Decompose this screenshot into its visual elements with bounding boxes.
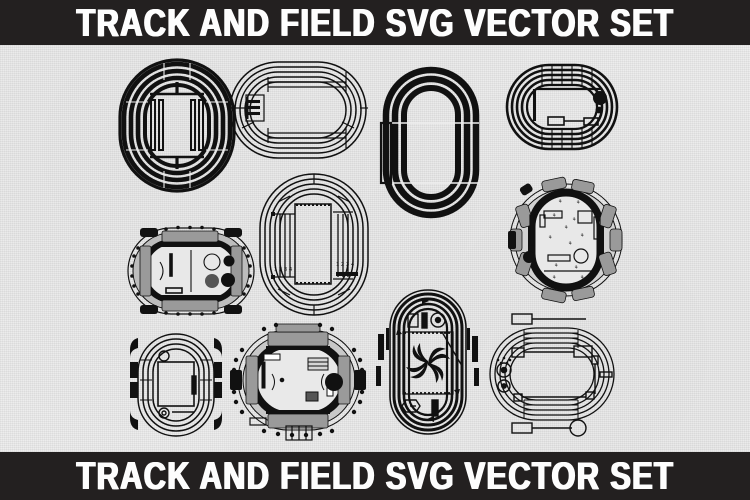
svg-text:⚘: ⚘ [580, 233, 584, 239]
svg-text:3: 3 [284, 267, 287, 273]
artwork-horizontal-oval-shotput-track [504, 62, 620, 152]
svg-text:⚘: ⚘ [580, 275, 584, 281]
banner-top-text: TRACK AND FIELD SVG VECTOR SET [76, 0, 674, 44]
banner-bottom-text: TRACK AND FIELD SVG VECTOR SET [76, 453, 674, 498]
svg-text:4: 4 [289, 267, 292, 273]
banner-top: TRACK AND FIELD SVG VECTOR SET [0, 0, 750, 45]
artwork-vertical-oval-stands-track [128, 332, 224, 438]
svg-text:⚘: ⚘ [568, 241, 572, 247]
artwork-stadium-aerial-large-center [228, 322, 368, 441]
artwork-vertical-oval-spiral-center-track [376, 288, 480, 436]
svg-text:1: 1 [336, 262, 339, 268]
svg-text:⚘: ⚘ [574, 265, 578, 271]
banner-bottom: TRACK AND FIELD SVG VECTOR SET [0, 452, 750, 500]
artwork-stadium-aerial-athletes-right: ⚘⚘ ⚘⚘ ⚘⚘ ⚘⚘ ⚘⚘ ⚘⚘ [508, 176, 624, 304]
artwork-horizontal-oval-thin-lane-track [228, 60, 368, 160]
svg-text:⚘: ⚘ [576, 200, 580, 206]
svg-text:⚘: ⚘ [552, 213, 556, 219]
svg-text:⚘: ⚘ [564, 225, 568, 231]
svg-text:⚘: ⚘ [558, 199, 562, 205]
svg-text:⚘: ⚘ [554, 263, 558, 269]
artwork-vertical-oval-heavy-stroke-track [379, 65, 481, 220]
svg-text:⚘: ⚘ [572, 217, 576, 223]
svg-text:⚘: ⚘ [552, 275, 556, 281]
artwork-stadium-aerial-grandstands-left [126, 225, 256, 316]
artwork-vertical-oval-bold-lane-track [118, 58, 236, 193]
svg-text:3: 3 [346, 262, 349, 268]
svg-text:2: 2 [341, 262, 344, 268]
svg-text:1: 1 [274, 267, 277, 273]
svg-text:⚘: ⚘ [548, 235, 552, 241]
artwork-horizontal-oval-runways-track [488, 308, 618, 438]
svg-text:2: 2 [279, 267, 282, 273]
svg-text:4: 4 [351, 262, 354, 268]
